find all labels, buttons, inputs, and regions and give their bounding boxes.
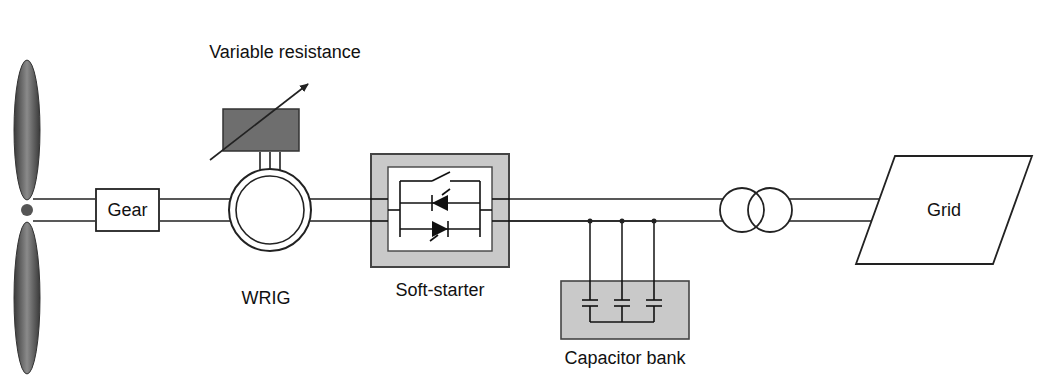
wire-connector bbox=[160, 199, 231, 221]
rotor-shaft bbox=[33, 199, 95, 221]
wire-connector bbox=[260, 152, 280, 170]
variable-resistance-box-outline bbox=[222, 108, 300, 152]
wire-connector bbox=[309, 199, 370, 221]
gear-box: Gear bbox=[95, 188, 160, 232]
capacitor-bank-box-outline bbox=[560, 280, 690, 340]
generator-circle-outline bbox=[228, 168, 312, 252]
node-label: Gear bbox=[107, 200, 147, 221]
wire-connector bbox=[510, 199, 879, 221]
grid-parallelogram: Grid bbox=[855, 155, 1033, 265]
soft-starter-box-outline bbox=[370, 153, 510, 268]
rotor-blades bbox=[14, 60, 40, 374]
node-label: Grid bbox=[927, 200, 961, 221]
node-label: Soft-starter bbox=[395, 280, 484, 301]
transformer-symbol bbox=[720, 188, 792, 232]
node-label: WRIG bbox=[242, 288, 291, 309]
wire-connector bbox=[510, 221, 654, 280]
variable-resistance-box: Variable resistance bbox=[222, 108, 300, 152]
soft-starter-box: Soft-starter bbox=[370, 153, 510, 268]
generator-circle: WRIG bbox=[228, 168, 312, 252]
node-label: Capacitor bank bbox=[564, 348, 685, 369]
capacitor-bank-box: Capacitor bank bbox=[560, 280, 690, 340]
node-label: Variable resistance bbox=[209, 42, 361, 63]
